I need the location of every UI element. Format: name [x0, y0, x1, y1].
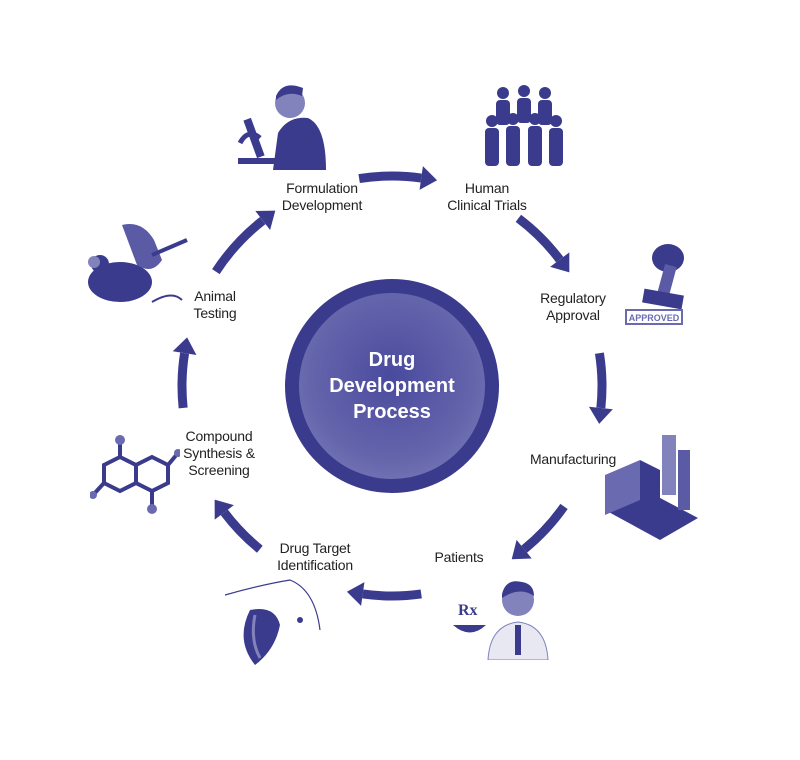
heart-anatomy-icon: [224, 579, 321, 665]
doctor-prescription-icon: Rx: [453, 581, 549, 660]
label-line: Identification: [277, 557, 353, 573]
center-hub: Drug Development Process: [285, 279, 499, 493]
center-hub-inner: Drug Development Process: [299, 293, 485, 479]
cycle-arrow-shaft: [220, 509, 263, 553]
factory-machine-icon: [605, 435, 698, 540]
hub-title-line: Development: [329, 375, 455, 397]
label-patients: Patients: [435, 549, 484, 566]
label-line: Patients: [434, 549, 484, 565]
label-line: Development: [281, 197, 363, 213]
label-line: Formulation: [286, 180, 358, 196]
label-line: Testing: [193, 305, 237, 321]
crowd-people-icon: [485, 85, 563, 166]
rx-symbol: Rx: [458, 602, 478, 619]
cycle-arrow-head: [255, 210, 276, 230]
label-line: Compound: [185, 428, 253, 444]
hub-title-line: Process: [353, 401, 431, 423]
cycle-arrow-shaft: [358, 171, 422, 184]
stamp-text: APPROVED: [629, 313, 680, 323]
scientist-microscope-icon: [237, 85, 326, 170]
label-line: Screening: [188, 462, 250, 478]
cycle-arrow-head: [419, 166, 438, 190]
cycle-arrow-shaft: [594, 352, 607, 409]
label-manufacturing: Manufacturing: [530, 451, 616, 468]
label-line: Synthesis &: [183, 445, 255, 461]
cycle-arrow-head: [346, 582, 365, 606]
cycle-arrow-shaft: [515, 214, 564, 263]
cycle-arrow-shaft: [362, 589, 422, 601]
label-line: Regulatory: [540, 290, 606, 306]
cycle-arrow-head: [172, 337, 197, 356]
molecule-icon: [90, 435, 180, 514]
approved-stamp-icon: APPROVED: [625, 244, 684, 325]
cycle-arrow-head: [214, 499, 234, 520]
cycle-arrow-shaft: [212, 216, 266, 275]
label-line: Clinical Trials: [447, 197, 527, 213]
label-line: Approval: [546, 307, 600, 323]
label-line: Animal: [194, 288, 236, 304]
label-line: Manufacturing: [529, 451, 617, 467]
cycle-arrow-shaft: [177, 352, 190, 409]
hub-title-line: Drug: [368, 349, 416, 371]
cycle-arrow-head: [588, 406, 613, 424]
cycle-arrow-head: [511, 539, 532, 560]
label-line: Drug Target: [279, 540, 351, 556]
label-line: Human: [464, 180, 510, 196]
cycle-arrow-shaft: [521, 503, 568, 553]
cycle-arrow-head: [550, 252, 570, 273]
lab-mouse-icon: [88, 224, 188, 303]
